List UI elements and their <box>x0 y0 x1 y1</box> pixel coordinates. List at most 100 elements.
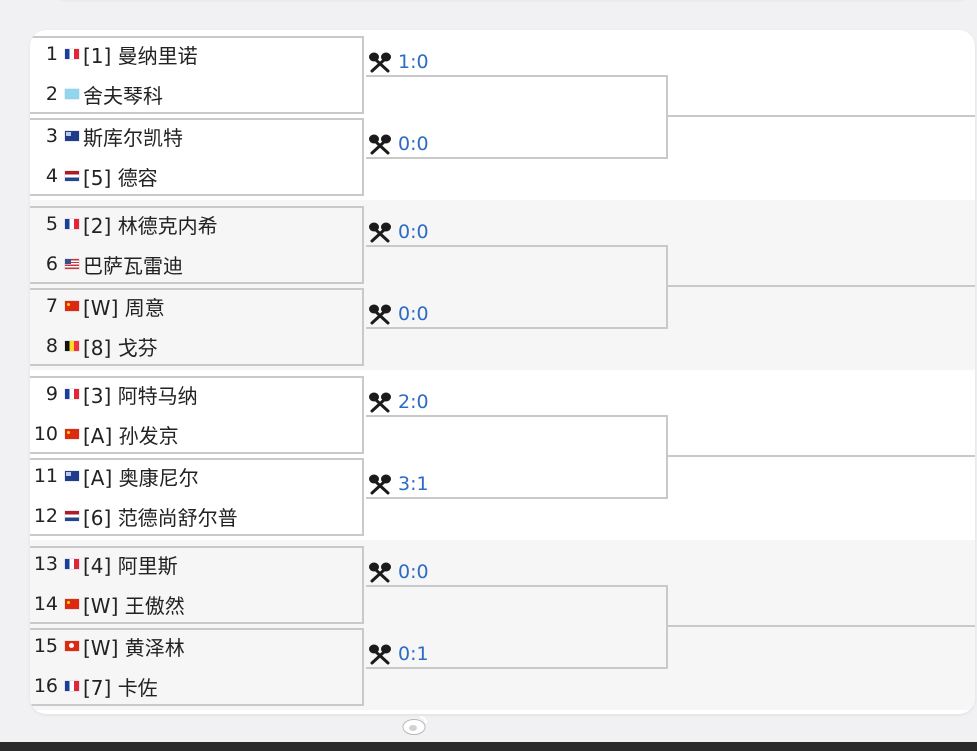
player-name: [A] 孙发京 <box>83 423 179 448</box>
player-name: 斯库尔凯特 <box>83 125 183 150</box>
draw-position: 1 <box>45 43 58 65</box>
draw-position: 7 <box>45 295 58 317</box>
bracket-connector-line <box>668 455 975 457</box>
player-name: [2] 林德克内希 <box>83 213 218 238</box>
flag-au-icon <box>65 131 79 141</box>
flag-fr-icon <box>65 219 79 229</box>
bracket-section: 5 [2] 林德克内希 6 巴萨瓦雷迪 7 [W] 周意 8 [8] 戈芬 0:0 0:0 <box>30 200 975 370</box>
draw-position: 15 <box>33 635 58 657</box>
player-name: [W] 周意 <box>83 295 165 320</box>
score-text: 0:0 <box>398 221 429 243</box>
crossed-rackets-icon <box>369 134 391 155</box>
flag-kz-icon <box>65 89 79 99</box>
draw-position: 9 <box>45 383 58 405</box>
flag-au-icon <box>65 471 79 481</box>
bottom-bar <box>0 742 977 751</box>
player-name: [7] 卡佐 <box>83 675 158 700</box>
player-entry[interactable]: 3 斯库尔凯特 <box>30 116 364 156</box>
flag-fr-icon <box>65 681 79 691</box>
flag-hk-icon <box>65 641 79 651</box>
flag-be-icon <box>65 341 79 351</box>
match-score-link[interactable]: 0:0 <box>368 560 429 584</box>
flag-cn-icon <box>65 301 79 311</box>
player-entry[interactable]: 16 [7] 卡佐 <box>30 666 364 706</box>
player-entry[interactable]: 7 [W] 周意 <box>30 286 364 326</box>
draw-position: 10 <box>33 423 58 445</box>
crossed-rackets-icon <box>369 392 391 413</box>
flag-fr-icon <box>65 49 79 59</box>
match-score-link[interactable]: 0:0 <box>368 220 429 244</box>
draw-position: 5 <box>45 213 58 235</box>
match-score-link[interactable]: 0:0 <box>368 132 429 156</box>
player-entry[interactable]: 15 [W] 黄泽林 <box>30 626 364 666</box>
player-entry[interactable]: 13 [4] 阿里斯 <box>30 544 364 584</box>
score-text: 1:0 <box>398 51 429 73</box>
score-text: 2:0 <box>398 391 429 413</box>
player-entry[interactable]: 10 [A] 孙发京 <box>30 414 364 454</box>
player-entry[interactable]: 5 [2] 林德克内希 <box>30 204 364 244</box>
flag-fr-icon <box>65 389 79 399</box>
player-name: [3] 阿特马纳 <box>83 383 198 408</box>
draw-position: 6 <box>45 253 58 275</box>
weibo-icon <box>402 716 427 735</box>
match-score-link[interactable]: 2:0 <box>368 390 429 414</box>
crossed-rackets-icon <box>369 474 391 495</box>
score-text: 3:1 <box>398 473 429 495</box>
player-name: [6] 范德尚舒尔普 <box>83 505 238 530</box>
draw-position: 16 <box>33 675 58 697</box>
draw-position: 8 <box>45 335 58 357</box>
draw-position: 11 <box>33 465 58 487</box>
crossed-rackets-icon <box>369 52 391 73</box>
draw-position: 4 <box>45 165 58 187</box>
draw-position: 12 <box>33 505 58 527</box>
match-score-link[interactable]: 0:1 <box>368 642 429 666</box>
flag-us-icon <box>65 259 79 269</box>
player-name: [1] 曼纳里诺 <box>83 43 198 68</box>
score-text: 0:0 <box>398 133 429 155</box>
player-name: [4] 阿里斯 <box>83 553 178 578</box>
draw-position: 2 <box>45 83 58 105</box>
crossed-rackets-icon <box>369 222 391 243</box>
draw-position: 14 <box>33 593 58 615</box>
player-entry[interactable]: 2 舍夫琴科 <box>30 74 364 114</box>
player-entry[interactable]: 1 [1] 曼纳里诺 <box>30 34 364 74</box>
bracket-section: 9 [3] 阿特马纳 10 [A] 孙发京 11 [A] 奥康尼尔 12 [6] 范德尚舒尔普… <box>30 370 975 540</box>
player-entry[interactable]: 9 [3] 阿特马纳 <box>30 374 364 414</box>
flag-nl-icon <box>65 511 79 521</box>
player-name: [A] 奥康尼尔 <box>83 465 199 490</box>
draw-position: 3 <box>45 125 58 147</box>
player-entry[interactable]: 8 [8] 戈芬 <box>30 326 364 366</box>
bracket-section: 13 [4] 阿里斯 14 [W] 王傲然 15 [W] 黄泽林 16 [7] 卡佐 0:0 0:… <box>30 540 975 710</box>
player-name: 舍夫琴科 <box>83 83 163 108</box>
match-score-link[interactable]: 0:0 <box>368 302 429 326</box>
flag-cn-icon <box>65 429 79 439</box>
player-name: 巴萨瓦雷迪 <box>83 253 183 278</box>
player-entry[interactable]: 14 [W] 王傲然 <box>30 584 364 624</box>
crossed-rackets-icon <box>369 304 391 325</box>
bracket-connector-line <box>668 625 975 627</box>
crossed-rackets-icon <box>369 644 391 665</box>
player-name: [5] 德容 <box>83 165 158 190</box>
draw-bracket: 1 [1] 曼纳里诺 2 舍夫琴科 3 斯库尔凯特 4 [5] 德容 1:0 0:0 5 [2] 林德… <box>30 30 975 714</box>
player-entry[interactable]: 11 [A] 奥康尼尔 <box>30 456 364 496</box>
score-text: 0:1 <box>398 643 429 665</box>
bracket-section: 1 [1] 曼纳里诺 2 舍夫琴科 3 斯库尔凯特 4 [5] 德容 1:0 0:0 <box>30 30 975 200</box>
flag-cn-icon <box>65 599 79 609</box>
score-text: 0:0 <box>398 303 429 325</box>
match-score-link[interactable]: 1:0 <box>368 50 429 74</box>
match-score-link[interactable]: 3:1 <box>368 472 429 496</box>
watermark <box>402 712 434 738</box>
flag-fr-icon <box>65 559 79 569</box>
draw-position: 13 <box>33 553 58 575</box>
flag-nl-icon <box>65 171 79 181</box>
player-name: [W] 王傲然 <box>83 593 185 618</box>
player-name: [8] 戈芬 <box>83 335 158 360</box>
player-entry[interactable]: 12 [6] 范德尚舒尔普 <box>30 496 364 536</box>
bracket-connector-line <box>668 285 975 287</box>
score-text: 0:0 <box>398 561 429 583</box>
player-entry[interactable]: 4 [5] 德容 <box>30 156 364 196</box>
player-name: [W] 黄泽林 <box>83 635 185 660</box>
crossed-rackets-icon <box>369 562 391 583</box>
player-entry[interactable]: 6 巴萨瓦雷迪 <box>30 244 364 284</box>
bracket-connector-line <box>668 115 975 117</box>
